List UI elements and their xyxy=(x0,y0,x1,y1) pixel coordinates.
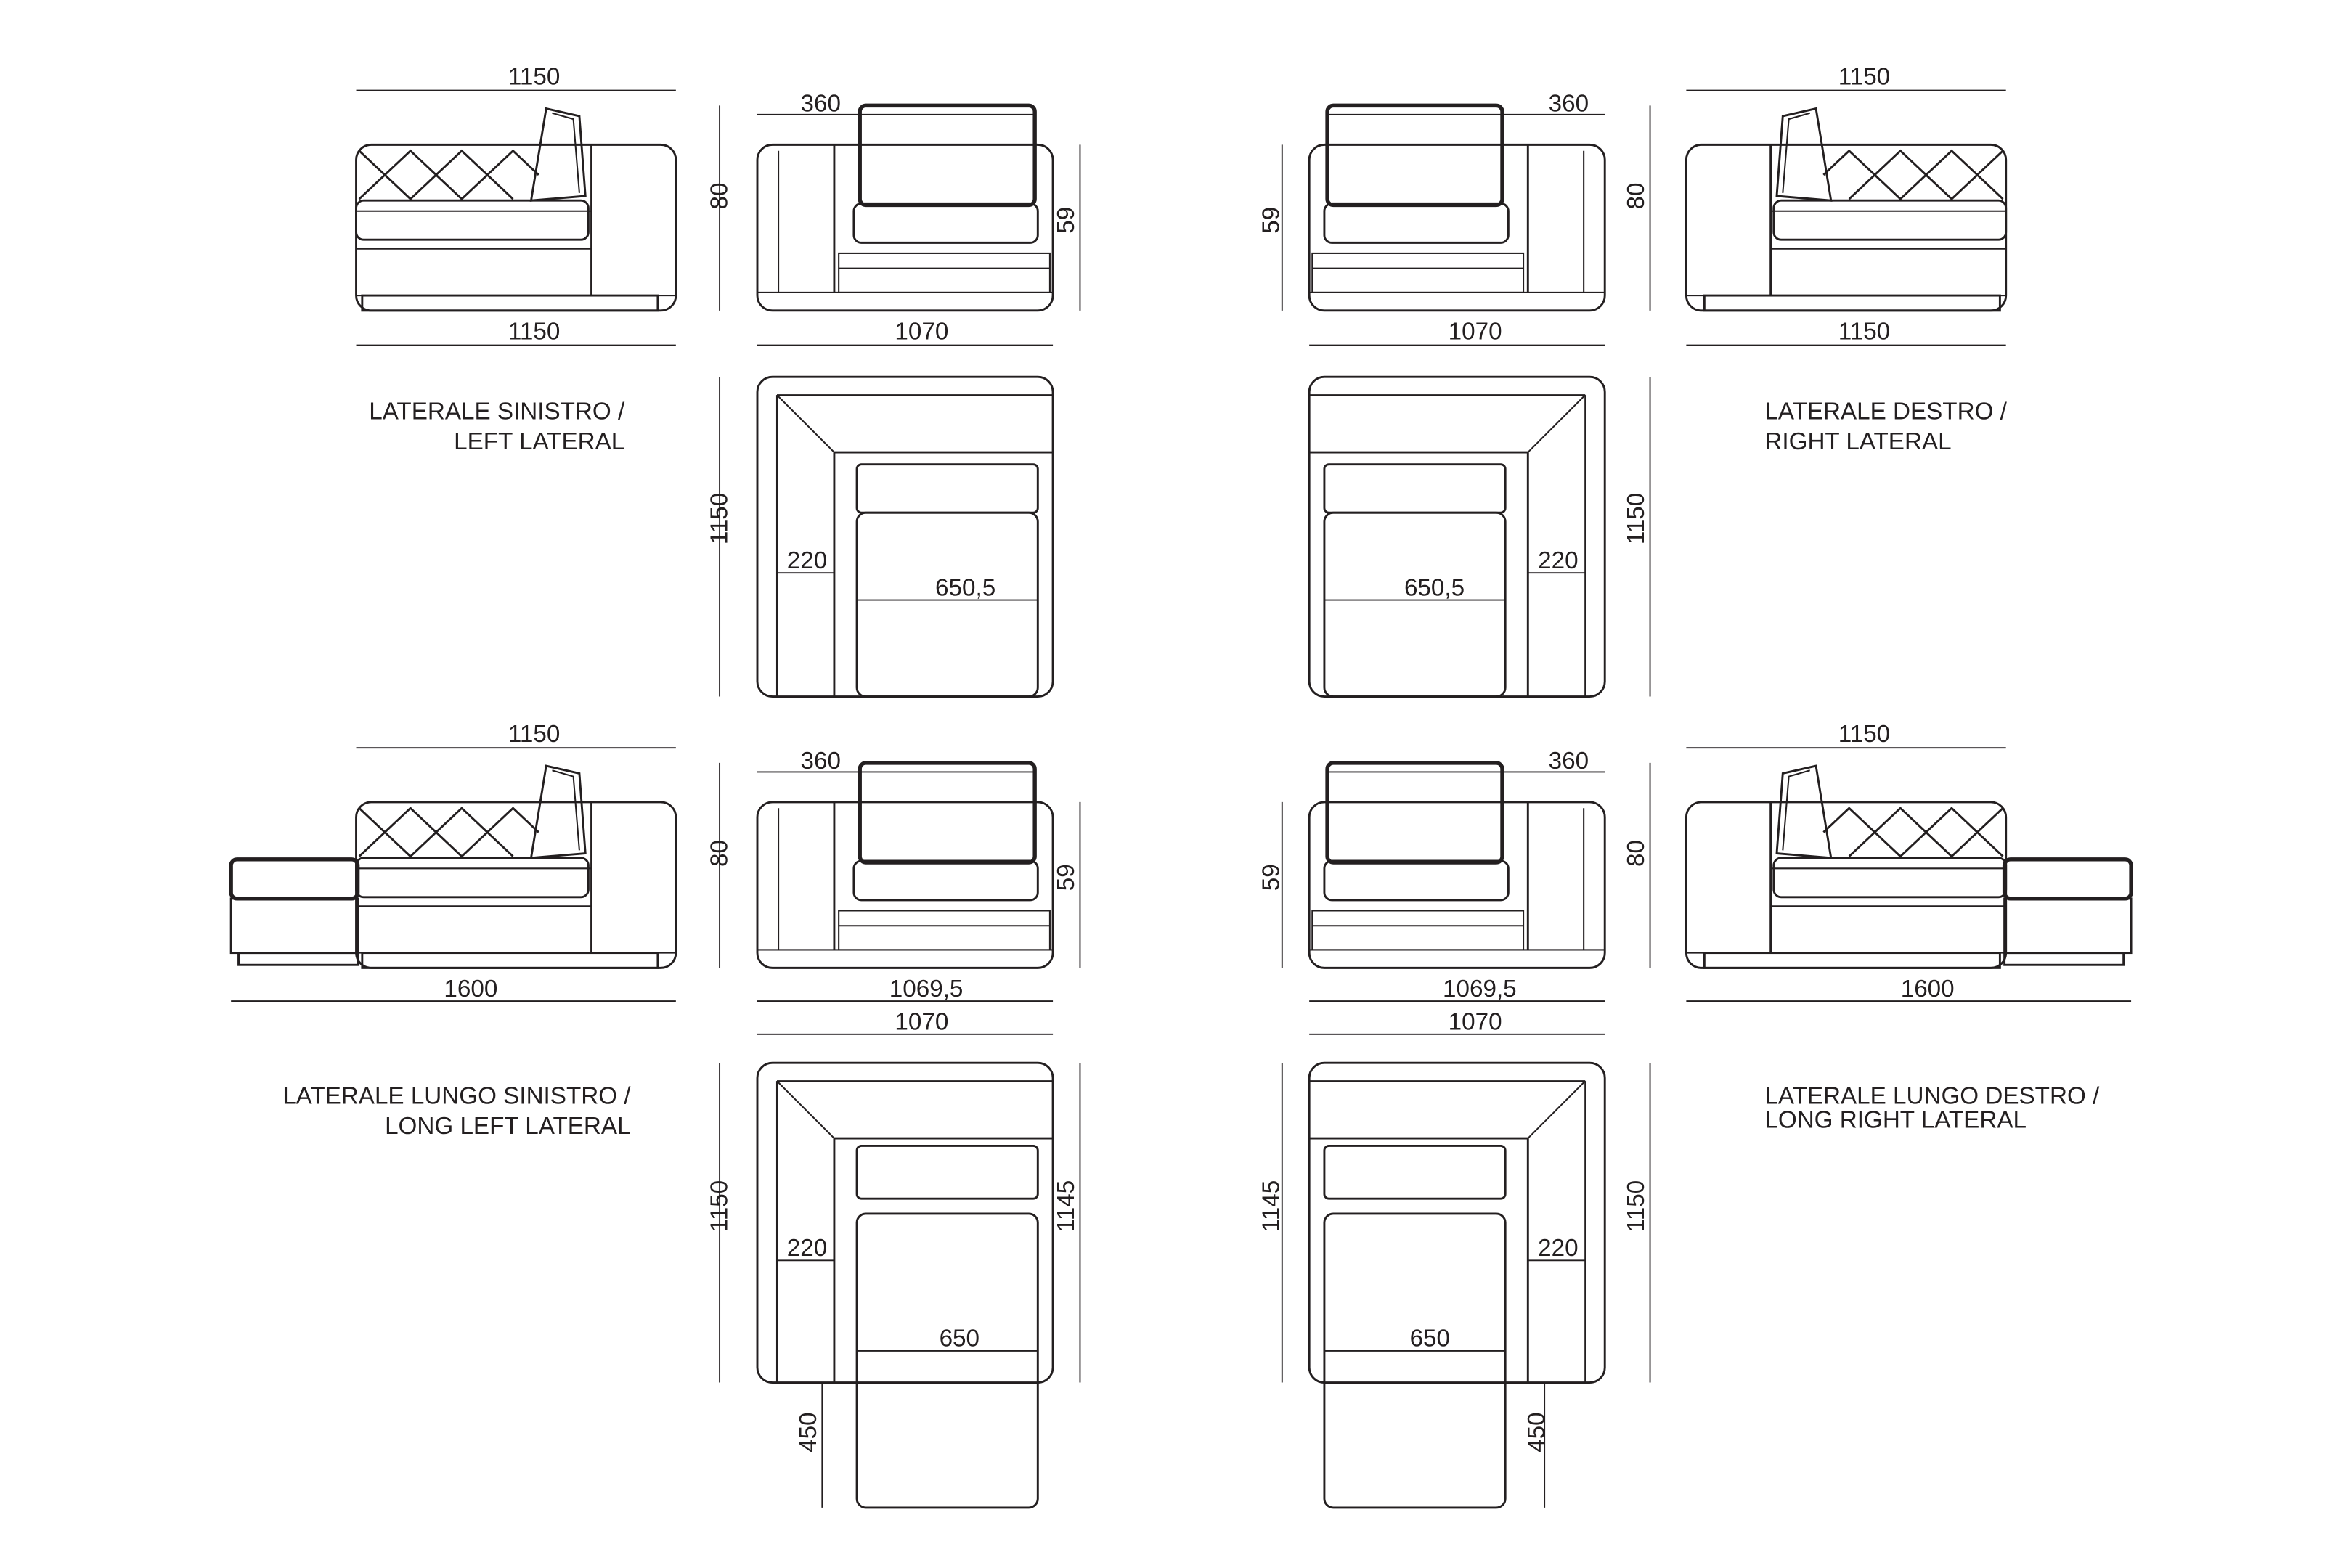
left-lateral-plan-arm-width: 220 xyxy=(787,547,827,574)
long-right-lateral-front-seat-height: 59 xyxy=(1258,864,1285,891)
long-right-lateral-plan-depth: 1150 xyxy=(1623,1180,1650,1232)
long-right-lateral-plan-seat-width: 650 xyxy=(1410,1326,1450,1352)
long-left-lateral-plan-extension: 450 xyxy=(795,1412,822,1452)
long-left-lateral-front-seat-height: 59 xyxy=(1053,864,1080,891)
left-lateral-plan-depth: 1150 xyxy=(706,493,733,544)
long-right-lateral-front-width: 1069,5 xyxy=(1443,976,1517,1003)
left-lateral-side-bottom-width: 1150 xyxy=(508,318,560,345)
left-lateral-plan-seat-width: 650,5 xyxy=(935,574,995,601)
long-left-lateral-side-view xyxy=(231,766,676,968)
right-lateral-side-top-width: 1150 xyxy=(1838,63,1890,90)
long-left-lateral-plan-width: 1070 xyxy=(895,1009,948,1036)
right-lateral-plan-arm-width: 220 xyxy=(1538,547,1578,574)
long-left-lateral-front-arm-width: 360 xyxy=(801,748,841,775)
long-right-lateral-title-it: LATERALE LUNGO DESTRO / xyxy=(1764,1082,2100,1109)
right-lateral-side-view xyxy=(1685,107,2008,312)
left-lateral-title-en: LEFT LATERAL xyxy=(454,428,624,455)
left-lateral-front-width: 1070 xyxy=(895,318,948,345)
right-lateral-plan-depth: 1150 xyxy=(1623,493,1650,544)
right-lateral-plan-seat-width: 650,5 xyxy=(1404,574,1465,601)
long-left-lateral-side-top-width: 1150 xyxy=(508,721,560,748)
right-lateral-title-en: RIGHT LATERAL xyxy=(1764,428,1951,455)
long-right-lateral-title-en: LONG RIGHT LATERAL xyxy=(1764,1107,2027,1134)
right-lateral-plan-view xyxy=(1308,375,1606,698)
long-right-lateral-side-bottom-width: 1600 xyxy=(1901,976,1955,1003)
right-lateral-group: 1150 1150 80 360 59 1070 1150 220 650,5 … xyxy=(1258,63,2008,698)
long-right-lateral-side-top-width: 1150 xyxy=(1838,721,1890,748)
long-right-lateral-plan-view xyxy=(1308,1061,1606,1509)
long-left-lateral-side-bottom-width: 1600 xyxy=(444,976,497,1003)
left-lateral-plan-view xyxy=(756,375,1054,698)
long-left-lateral-plan-arm-width: 220 xyxy=(787,1235,827,1262)
left-lateral-side-height: 80 xyxy=(706,183,733,210)
right-lateral-side-bottom-width: 1150 xyxy=(1838,318,1890,345)
left-lateral-side-view xyxy=(355,107,677,312)
long-right-lateral-side-height: 80 xyxy=(1623,840,1650,867)
right-lateral-side-height: 80 xyxy=(1623,183,1650,210)
long-left-lateral-plan-depth: 1150 xyxy=(706,1180,733,1232)
left-lateral-front-view xyxy=(757,105,1053,310)
long-left-lateral-front-width: 1069,5 xyxy=(889,976,964,1003)
left-lateral-title-it: LATERALE SINISTRO / xyxy=(369,398,625,425)
right-lateral-front-view xyxy=(1309,105,1605,310)
long-left-lateral-plan-seat-depth: 1145 xyxy=(1053,1180,1080,1232)
long-left-lateral-side-height: 80 xyxy=(706,840,733,867)
right-lateral-title-it: LATERALE DESTRO / xyxy=(1764,398,2007,425)
long-right-lateral-side-view xyxy=(1686,766,2131,968)
long-left-lateral-group: 1150 1600 80 360 59 1069,5 1070 1150 114… xyxy=(231,721,1081,1509)
long-left-lateral-title-it: LATERALE LUNGO SINISTRO / xyxy=(282,1082,631,1109)
long-right-lateral-plan-extension: 450 xyxy=(1523,1412,1550,1452)
right-lateral-front-width: 1070 xyxy=(1449,318,1502,345)
right-lateral-front-arm-width: 360 xyxy=(1549,91,1589,118)
left-lateral-front-arm-width: 360 xyxy=(801,91,841,118)
long-left-lateral-front-view xyxy=(757,763,1053,968)
long-right-lateral-front-view xyxy=(1309,763,1605,968)
left-lateral-group: 1150 1150 80 360 59 1070 1150 220 650,5 … xyxy=(355,63,1081,698)
long-right-lateral-group: 1150 1600 80 360 59 1069,5 1070 1150 114… xyxy=(1258,721,2131,1509)
right-lateral-front-seat-height: 59 xyxy=(1258,207,1285,234)
long-right-lateral-plan-width: 1070 xyxy=(1449,1009,1502,1036)
left-lateral-side-top-width: 1150 xyxy=(508,63,560,90)
long-left-lateral-title-en: LONG LEFT LATERAL xyxy=(385,1113,630,1140)
left-lateral-front-seat-height: 59 xyxy=(1053,207,1080,234)
long-right-lateral-front-arm-width: 360 xyxy=(1549,748,1589,775)
long-left-lateral-plan-seat-width: 650 xyxy=(940,1326,979,1352)
long-right-lateral-plan-arm-width: 220 xyxy=(1538,1235,1578,1262)
long-right-lateral-plan-seat-depth: 1145 xyxy=(1258,1180,1285,1232)
